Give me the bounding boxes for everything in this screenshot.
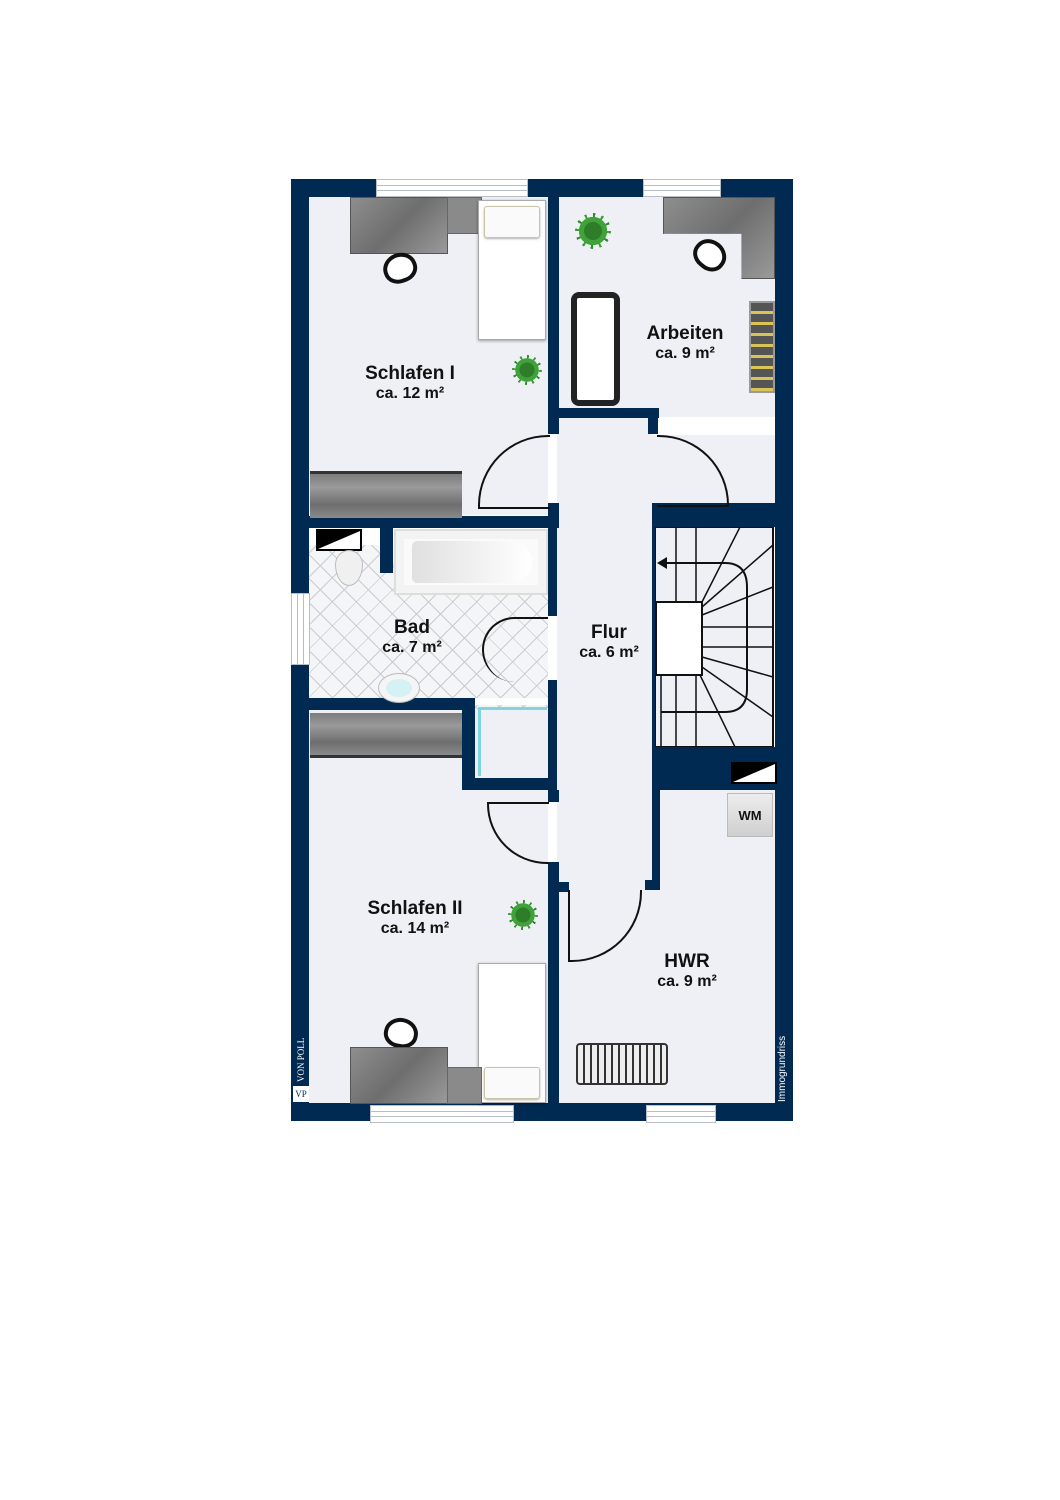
wall-bad-right-upper	[548, 528, 557, 616]
room-name: Arbeiten	[646, 323, 724, 344]
watermark-immogrundriss: Immogrundriss	[777, 1035, 788, 1102]
wall-bad-bottom	[309, 698, 475, 710]
staircase	[655, 527, 774, 747]
wall-stair-left	[652, 527, 655, 747]
room-area: ca. 7 m²	[382, 638, 442, 656]
window-arbeiten	[643, 179, 721, 197]
room-label-arbeiten: Arbeiten ca. 9 m²	[615, 323, 755, 363]
room-label-flur: Flur ca. 6 m²	[560, 622, 658, 662]
shaft-marker-hwr	[731, 762, 777, 784]
room-name: Flur	[591, 622, 627, 643]
wall-bad-left-window-jamb	[291, 545, 309, 595]
room-area: ca. 9 m²	[657, 972, 717, 990]
wall-schlafen2-right-top	[548, 790, 559, 802]
room-name: HWR	[664, 951, 710, 972]
nightstand-schlafen-2	[447, 1067, 482, 1104]
washing-machine: WM	[727, 793, 773, 837]
wall-stair-top	[652, 503, 793, 527]
window-bad	[291, 593, 310, 665]
wall-vertical-left-top	[548, 179, 559, 434]
logo-background	[293, 1030, 309, 1102]
wall-flur-jamb-left-top	[548, 503, 559, 528]
logo-mark: VP	[293, 1086, 309, 1102]
room-label-schlafen-1: Schlafen I ca. 12 m²	[330, 363, 490, 403]
outer-wall-bottom	[291, 1103, 793, 1121]
sink	[378, 673, 420, 703]
plant-schlafen-1	[512, 355, 542, 385]
wall-shower-left	[462, 698, 475, 790]
bed-schlafen-1	[478, 200, 546, 340]
plant-schlafen-2	[508, 900, 538, 930]
bed-schlafen-2	[478, 963, 546, 1103]
wall-arbeiten-jamb	[648, 408, 658, 434]
wall-hwr-left	[652, 747, 660, 890]
wall-schlafen2-right	[548, 862, 559, 1121]
desk-schlafen-1	[350, 197, 448, 254]
room-name: Bad	[394, 617, 430, 638]
door-bad[interactable]	[482, 617, 548, 682]
shaft-marker-bad	[316, 529, 362, 551]
wall-hwr-jamb	[645, 880, 660, 890]
wall-arbeiten-bottom	[559, 408, 659, 418]
room-area: ca. 14 m²	[380, 919, 450, 937]
room-name: Schlafen I	[365, 363, 455, 384]
wall-hwr-jamb-left	[557, 882, 569, 892]
wall-wc-divider	[380, 528, 393, 573]
window-hwr	[646, 1105, 716, 1123]
plant-arbeiten	[575, 213, 611, 249]
toilet	[335, 550, 363, 586]
nightstand-schlafen-1	[447, 197, 482, 234]
bookshelf-arbeiten	[749, 301, 775, 393]
room-name: Schlafen II	[367, 898, 463, 919]
room-area: ca. 6 m²	[579, 643, 639, 661]
room-label-hwr: HWR ca. 9 m²	[617, 951, 757, 991]
drying-rack	[576, 1043, 668, 1085]
wardrobe-schlafen-2	[310, 713, 462, 758]
wardrobe-schlafen-1	[310, 471, 462, 518]
room-area: ca. 9 m²	[655, 344, 715, 362]
sofa-arbeiten	[571, 292, 620, 406]
room-area: ca. 12 m²	[375, 384, 445, 402]
logo-name: VON POLL	[296, 1037, 306, 1082]
room-label-schlafen-2: Schlafen II ca. 14 m²	[335, 898, 495, 938]
room-label-bad: Bad ca. 7 m²	[352, 617, 472, 657]
desk-schlafen-2	[350, 1047, 448, 1104]
wall-schlafen1-bottom	[309, 516, 557, 528]
wall-bad-right-lower	[548, 680, 557, 800]
bathtub	[394, 529, 548, 595]
window-schlafen-2	[370, 1105, 514, 1123]
wall-shower-bottom	[462, 778, 557, 790]
outer-wall-right	[775, 179, 793, 1121]
window-schlafen-1	[376, 179, 528, 197]
shower	[478, 707, 547, 776]
